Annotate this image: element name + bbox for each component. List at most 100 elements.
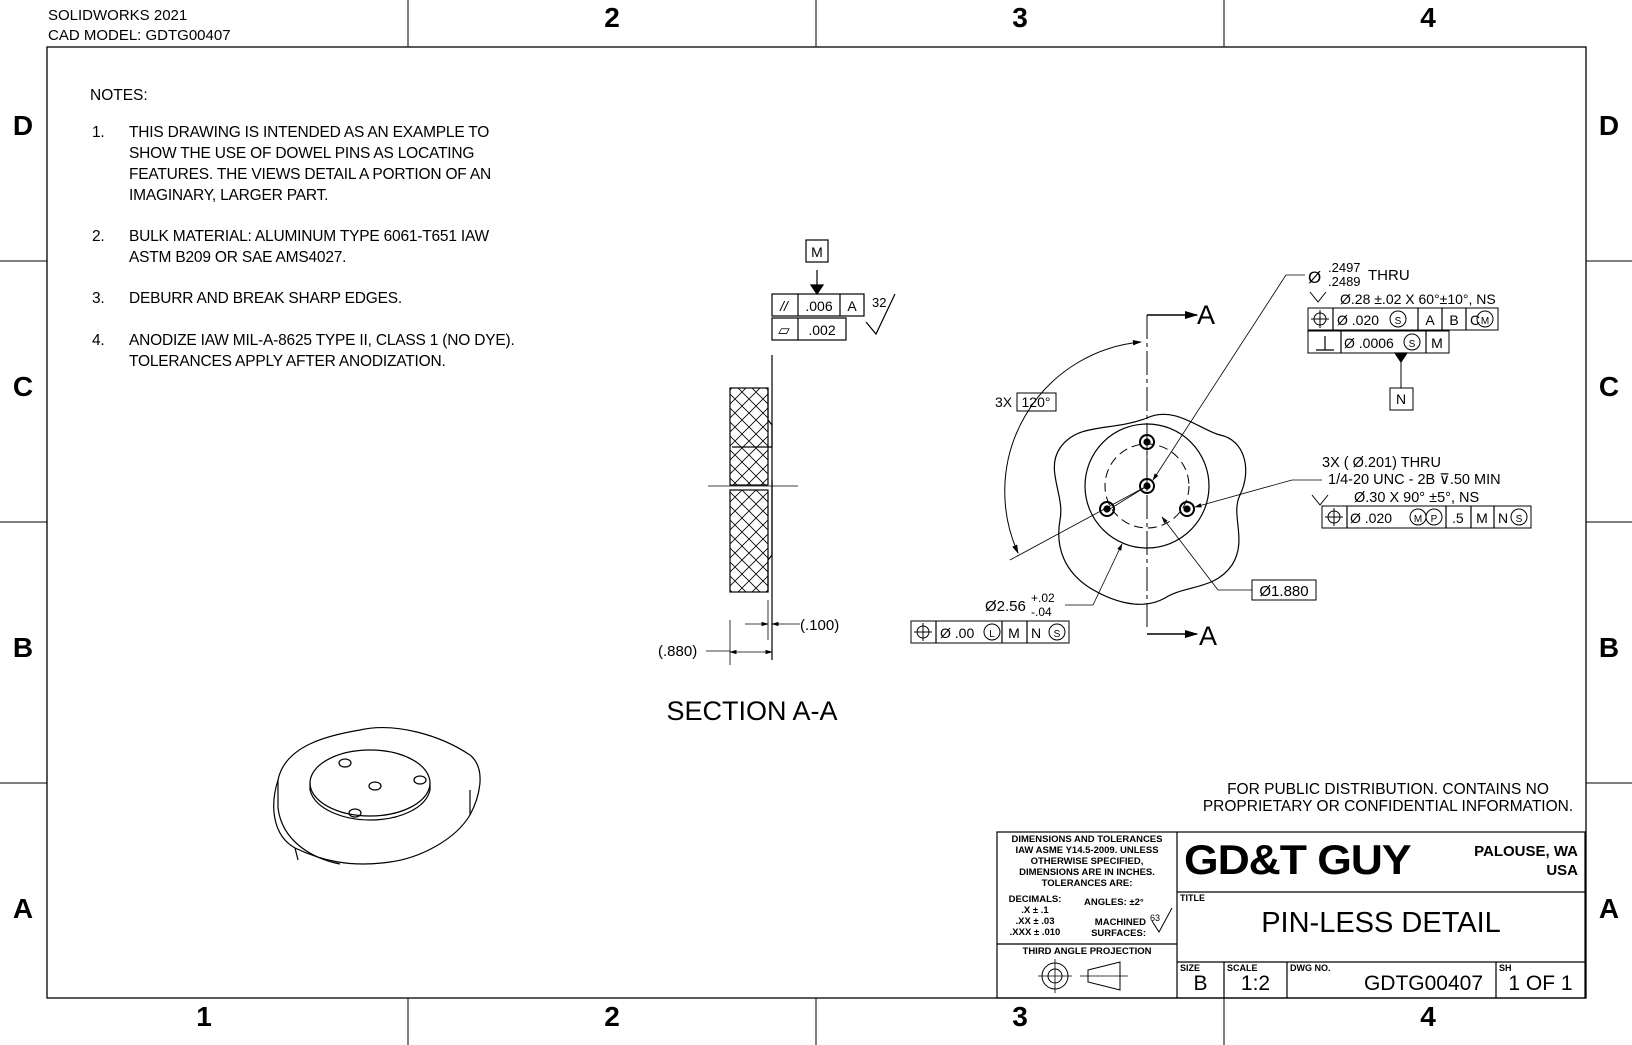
angles-tolerance: ANGLES: ±2°	[1084, 897, 1144, 908]
decimals-label: DECIMALS:	[1008, 894, 1062, 905]
tapped-fcf-datum-n: N	[1498, 510, 1508, 526]
datum-m-label: M	[811, 244, 823, 260]
projection-label: THIRD ANGLE PROJECTION	[1022, 946, 1152, 957]
note-number: 2.	[92, 228, 105, 245]
decimal-1: .X ± .1	[1021, 905, 1049, 916]
tolerance-note-line: OTHERWISE SPECIFIED,	[1030, 856, 1144, 867]
drawing-number: GDTG00407	[1363, 972, 1483, 995]
decimal-tolerances: DECIMALS: .X ± .1 .XX ± .03 .XXX ± .010	[1003, 894, 1067, 938]
zone-row-a-left: A	[12, 893, 34, 924]
note-text: DEBURR AND BREAK SHARP EDGES.	[129, 290, 402, 307]
position-symbol-2	[1325, 508, 1343, 526]
drawing-title: PIN-LESS DETAIL	[1261, 907, 1501, 939]
tapped-fcf-mod: M	[1414, 514, 1422, 525]
tolerance-note: DIMENSIONS AND TOLERANCES IAW ASME Y14.5…	[999, 834, 1175, 889]
boss-dia-value: Ø2.56	[985, 598, 1026, 615]
zone-col-2-bottom: 2	[604, 1001, 620, 1032]
section-hatch-lower	[729, 489, 769, 593]
boss-fcf-mod: L	[989, 629, 995, 640]
company-location: PALOUSE, WA USA	[1440, 842, 1578, 880]
flatness-symbol: ▱	[778, 322, 790, 339]
fcf2-tolerance: Ø .0006	[1344, 335, 1394, 351]
isometric-view	[273, 727, 481, 865]
tolerance-note-line: TOLERANCES ARE:	[1041, 878, 1133, 889]
sheet-size: B	[1193, 972, 1208, 995]
title-label: TITLE	[1180, 893, 1205, 903]
machined-label: MACHINED	[1094, 917, 1146, 928]
software-label: SOLIDWORKS 2021	[48, 7, 188, 24]
distribution-line-1: FOR PUBLIC DISTRIBUTION. CONTAINS NO	[1227, 781, 1549, 798]
position-symbol-1	[1311, 310, 1329, 328]
center-hole-lower: .2489	[1328, 274, 1361, 289]
tapped-fcf-datum-m: M	[1476, 510, 1488, 526]
distribution-line-2: PROPRIETARY OR CONFIDENTIAL INFORMATION.	[1202, 798, 1574, 815]
zone-row-c-right: C	[1598, 371, 1620, 402]
note-number: 4.	[92, 332, 105, 349]
section-title: SECTION A-A	[666, 696, 837, 726]
fcf1-tolerance: Ø .020	[1337, 312, 1379, 328]
zone-row-b-left: B	[12, 632, 34, 663]
boss-fcf-datum-n: N	[1031, 625, 1041, 641]
section-view	[706, 239, 896, 665]
tolerance-note-line: DIMENSIONS AND TOLERANCES	[1011, 834, 1163, 845]
distribution-notice: FOR PUBLIC DISTRIBUTION. CONTAINS NO PRO…	[1190, 781, 1586, 815]
fcf1-datum-c: C	[1470, 312, 1480, 328]
perpendicular-symbol	[1316, 336, 1334, 351]
decimal-2: .XX ± .03	[1015, 916, 1055, 927]
tapped-hole-left	[1099, 501, 1115, 517]
center-hole-csk: Ø.28 ±.02 X 60°±10°, NS	[1340, 291, 1496, 307]
fcf2-datum-m: M	[1431, 335, 1443, 351]
machined-surfaces: MACHINED SURFACES:	[1084, 917, 1146, 939]
tolerance-note-line: DIMENSIONS ARE IN INCHES.	[1019, 867, 1155, 878]
fcf1-datum-b: B	[1449, 312, 1458, 328]
tapped-fcf-tolerance: Ø .020	[1350, 510, 1392, 526]
note-number: 1.	[92, 124, 105, 141]
front-view	[910, 274, 1532, 644]
angle-basic: 120°	[1022, 394, 1051, 410]
zone-row-d-right: D	[1598, 110, 1620, 141]
fcf1-mod: S	[1395, 316, 1402, 327]
tapped-line1: 3X ( Ø.201) THRU	[1322, 455, 1441, 471]
center-hole-thru: THRU	[1368, 267, 1410, 284]
note-text: ANODIZE IAW MIL-A-8625 TYPE II, CLASS 1 …	[129, 332, 515, 370]
zone-row-b-right: B	[1598, 632, 1620, 663]
company-logo: GD&T GUY	[1184, 836, 1412, 883]
decimal-3: .XXX ± .010	[1009, 927, 1061, 938]
parallel-datum: A	[847, 298, 857, 314]
tapped-line3: Ø.30 X 90° ±5°, NS	[1354, 490, 1479, 506]
zone-row-c-left: C	[12, 371, 34, 402]
fcf1-datum-a: A	[1425, 312, 1435, 328]
tapped-fcf-datum-n-mod: S	[1516, 514, 1523, 525]
zone-col-1-bottom: 1	[196, 1001, 212, 1032]
bolt-circle-dimension: Ø1.880	[1259, 583, 1308, 600]
note-text: BULK MATERIAL: ALUMINUM TYPE 6061-T651 I…	[129, 228, 489, 266]
machined-finish-value: 63	[1150, 913, 1161, 923]
note-number: 3.	[92, 290, 105, 307]
surfaces-label: SURFACES:	[1091, 928, 1146, 939]
boss-dia-minus: -.04	[1031, 605, 1052, 619]
zone-col-4-top: 4	[1420, 2, 1436, 33]
thickness-dimension: (.880)	[658, 643, 697, 660]
finish-value: 32	[872, 295, 886, 310]
zone-col-2-top: 2	[604, 2, 620, 33]
zone-col-4-bottom: 4	[1420, 1001, 1436, 1032]
boss-fcf-datum-m: M	[1008, 625, 1020, 641]
sheet-label: SH	[1499, 963, 1512, 973]
position-symbol-3	[914, 623, 932, 641]
location-line-2: USA	[1546, 862, 1578, 879]
datum-n-label: N	[1396, 391, 1406, 407]
zone-col-3-bottom: 3	[1012, 1001, 1028, 1032]
fcf2-mod: S	[1409, 339, 1416, 350]
scale-label: SCALE	[1227, 963, 1258, 973]
center-hole-upper: .2497	[1328, 260, 1361, 275]
tapped-hole-right	[1179, 501, 1195, 517]
zone-col-3-top: 3	[1012, 2, 1028, 33]
parallel-symbol: //	[779, 298, 790, 314]
section-hatch-upper	[729, 387, 769, 486]
location-line-1: PALOUSE, WA	[1474, 843, 1578, 860]
fcf1-datum-c-mod: M	[1481, 316, 1489, 327]
step-dimension: (.100)	[800, 617, 839, 634]
section-arrow-top-label: A	[1197, 300, 1215, 330]
